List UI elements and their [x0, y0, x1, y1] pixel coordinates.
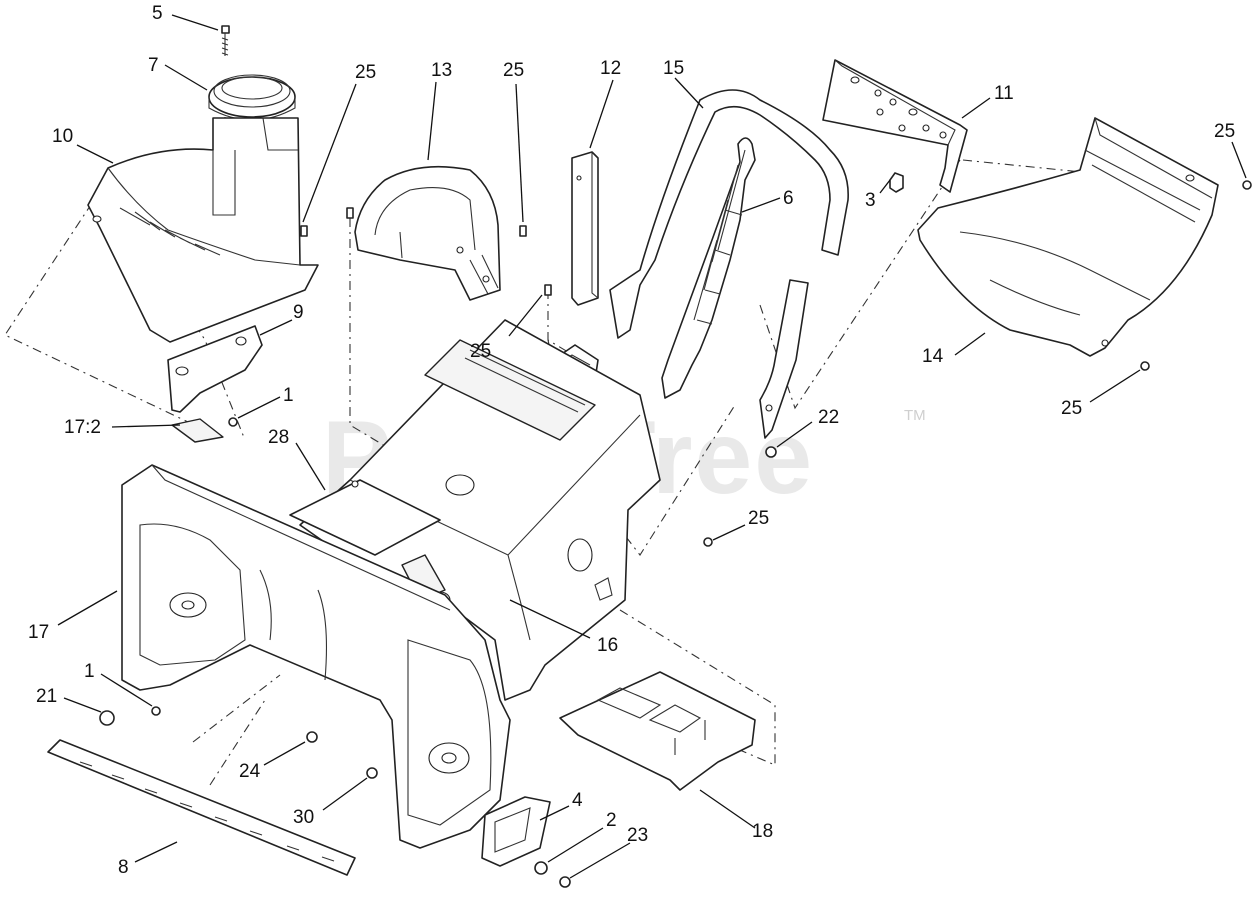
- part-25-bolt-chute: [300, 225, 308, 237]
- part-25-bolt-frame: [703, 537, 713, 547]
- part-2-washer: [534, 861, 548, 875]
- part-10-chute: [87, 117, 319, 343]
- callout-25-column: 25: [470, 341, 491, 362]
- part-6-cable-guide: [661, 137, 756, 399]
- part-1-bolt-upper: [228, 417, 238, 427]
- callout-13: 13: [431, 60, 452, 81]
- part-9-bracket: [167, 325, 263, 413]
- callout-8: 8: [118, 857, 129, 878]
- part-22-bolt: [765, 446, 777, 458]
- callout-30: 30: [293, 807, 314, 828]
- callout-12: 12: [600, 58, 621, 79]
- part-25-bolt-panel-bottom: [1140, 361, 1150, 371]
- part-11-bracket: [822, 59, 968, 193]
- part-15-handle: [609, 89, 849, 439]
- watermark-trademark: TM: [904, 407, 926, 424]
- callout-14: 14: [922, 346, 944, 367]
- part-4-shoe: [481, 796, 551, 867]
- part-7-ring: [208, 74, 296, 121]
- callout-5: 5: [152, 3, 163, 24]
- callout-25-panel-top: 25: [1214, 121, 1235, 142]
- part-13-belt-cover: [354, 165, 501, 301]
- part-24-nut: [306, 731, 318, 743]
- callout-2: 2: [606, 810, 617, 831]
- callout-11: 11: [994, 83, 1014, 104]
- callout-7: 7: [148, 55, 159, 76]
- callout-25-panel-bottom: 25: [1061, 398, 1082, 419]
- part-14-panel: [917, 117, 1219, 357]
- part-3-nut: [889, 172, 904, 193]
- callout-25-frame: 25: [748, 508, 769, 529]
- callout-9: 9: [293, 302, 304, 323]
- callout-10: 10: [52, 126, 73, 147]
- part-30-bolt: [366, 767, 378, 779]
- callout-3: 3: [865, 190, 876, 211]
- part-21-knob: [99, 710, 115, 726]
- callout-6: 6: [783, 188, 794, 209]
- part-1-bolt-lower: [151, 706, 161, 716]
- part-5-bolt: [221, 25, 230, 56]
- part-25-bolt-cover-right: [519, 225, 527, 237]
- part-28-belt-guide: [289, 479, 441, 556]
- part-17-2-decal: [171, 418, 224, 443]
- part-25-bolt-panel-top: [1242, 180, 1252, 190]
- callout-4: 4: [572, 790, 583, 811]
- part-25-bolt-column: [544, 284, 552, 296]
- callout-21: 21: [36, 686, 57, 707]
- part-23-nut: [559, 876, 571, 888]
- callout-1-upper: 1: [283, 385, 294, 406]
- part-25-bolt-cover-left: [346, 207, 354, 219]
- part-17-housing: [121, 464, 511, 849]
- callout-15: 15: [663, 58, 684, 79]
- hardware: [99, 180, 1252, 888]
- callout-22: 22: [818, 407, 839, 428]
- callout-24: 24: [239, 761, 261, 782]
- leader-lines: [57, 14, 1247, 879]
- callout-25-cover: 25: [503, 60, 524, 81]
- callout-25-chute: 25: [355, 62, 376, 83]
- part-18-skid: [559, 671, 756, 791]
- callout-17-2: 17:2: [64, 417, 101, 438]
- callout-23: 23: [627, 825, 648, 846]
- callout-18: 18: [752, 821, 773, 842]
- callout-16: 16: [597, 635, 618, 656]
- part-8-scraper: [47, 739, 356, 876]
- callout-1-lower: 1: [84, 661, 95, 682]
- callout-28: 28: [268, 427, 289, 448]
- callouts: 5 7 10 25 13 25 12 15 6 11 25 3 14 25 22…: [28, 3, 1235, 878]
- callout-17: 17: [28, 622, 49, 643]
